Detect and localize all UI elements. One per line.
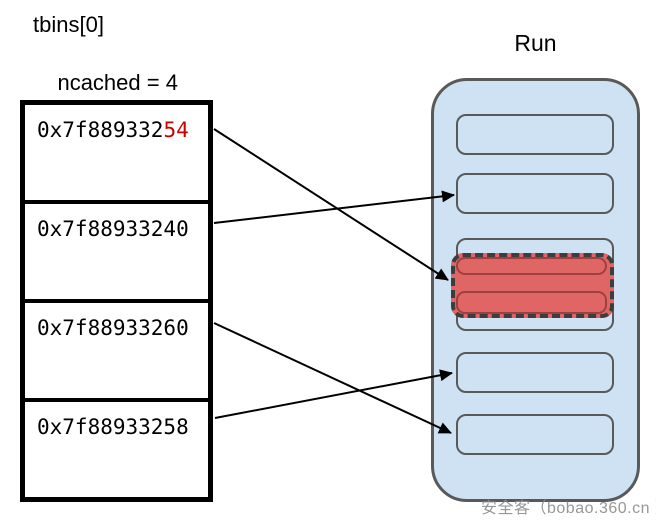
address-prefix: 0x7f88933260 (37, 316, 189, 340)
run-slot-2 (456, 173, 614, 214)
arrow-entry1-to-overlap (213, 128, 449, 281)
address-text: 0x7f88933240 (25, 204, 208, 241)
run-label: Run (514, 30, 557, 56)
overlap-region (451, 253, 614, 318)
bin-cell-4: 0x7f88933258 (25, 402, 208, 497)
run-slot-1 (456, 114, 614, 155)
bin-title-line1: tbins[0] (33, 12, 104, 37)
overlap-chunk-bottom (456, 291, 607, 314)
arrow-entry4-to-slot4 (214, 369, 453, 419)
bin-title-line2: ncached = 4 (57, 70, 178, 95)
address-prefix: 0x7f889332 (37, 118, 164, 142)
address-text: 0x7f88933260 (25, 303, 208, 340)
run-slot-4 (456, 352, 614, 393)
arrow-entry3-to-slot5 (213, 322, 452, 434)
address-text: 0x7f88933254 (25, 105, 208, 142)
bin-cell-3: 0x7f88933260 (25, 303, 208, 402)
address-prefix: 0x7f88933240 (37, 217, 189, 241)
run-slot-5 (456, 414, 614, 455)
bin-cell-2: 0x7f88933240 (25, 204, 208, 303)
address-prefix: 0x7f88933258 (37, 415, 189, 439)
address-highlight: 54 (163, 118, 189, 142)
bin-table: 0x7f88933254 0x7f88933240 0x7f88933260 0… (20, 100, 213, 502)
bin-cell-1: 0x7f88933254 (25, 105, 208, 204)
address-text: 0x7f88933258 (25, 402, 208, 439)
bin-title: tbins[0] ncached = 4 (33, 10, 178, 126)
watermark: 安全客（bobao.360.cn ） (481, 500, 656, 517)
arrow-entry2-to-slot2 (213, 190, 455, 224)
overlap-chunk-top (456, 257, 607, 275)
